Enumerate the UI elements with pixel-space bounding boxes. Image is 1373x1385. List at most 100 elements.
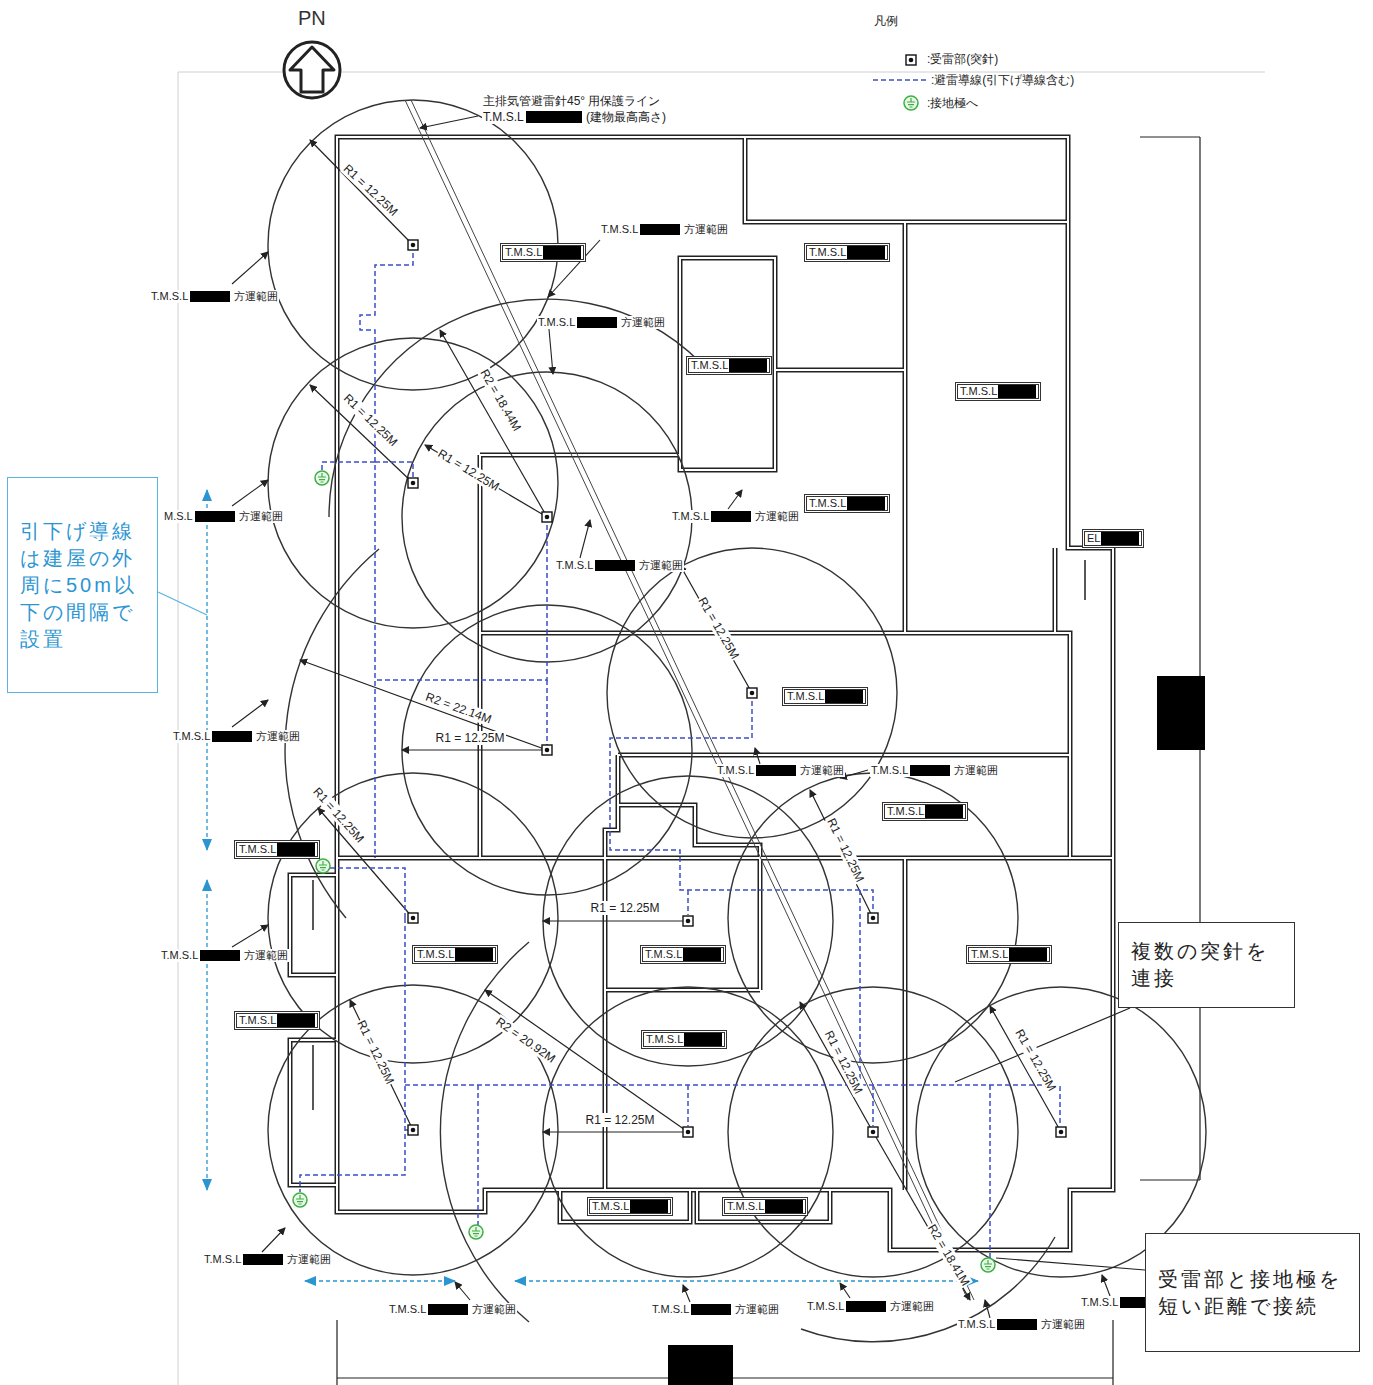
level-tag: T.M.S.L: [686, 356, 772, 375]
level-tag: T.M.S.L: [882, 802, 968, 821]
node-text: T.M.S.L: [646, 1033, 683, 1046]
node-text: 複数の突針を連接: [1131, 938, 1282, 992]
down-conductors: [687, 890, 689, 915]
protection-circles: [268, 773, 558, 1063]
redaction-box: [847, 497, 885, 510]
range-label: 方運範囲: [620, 316, 666, 329]
node-text: 受雷部と接地極を短い距離で接続: [1158, 1266, 1347, 1320]
legend-title: 凡例: [873, 14, 899, 28]
callout-box: 複数の突針を連接: [1118, 922, 1295, 1008]
lightning-rods: [868, 1127, 878, 1137]
protection-circles: [268, 100, 1206, 1342]
cyan-annotations: [206, 490, 207, 850]
radius-dimension: R1 = 12.25M: [434, 446, 502, 495]
radius-lines: [810, 790, 873, 918]
exhaust-protection-line: [411, 100, 974, 1300]
redaction-box: [668, 1345, 733, 1385]
level-tag: T.M.S.L: [804, 243, 890, 262]
range-label: 方運範囲: [255, 730, 301, 743]
radius-lines: [402, 749, 547, 750]
redaction-box: [847, 246, 885, 259]
cyan-annotations: [158, 592, 207, 615]
sheet-border: [178, 72, 1265, 1385]
cyan-annotations: [305, 1280, 455, 1281]
cyan-annotations: [515, 1280, 978, 1281]
redaction-box: [455, 948, 493, 961]
range-label: 方運範囲: [1040, 1318, 1086, 1331]
legend-text: :接地極へ: [926, 96, 979, 110]
down-conductors: [375, 517, 547, 680]
radius-lines: [543, 1131, 688, 1132]
node-text: EL: [1087, 532, 1100, 545]
leader-arrows: [1102, 1275, 1110, 1296]
radius-dimension: R2 = 18.44M: [476, 366, 524, 435]
radius-dimension: R2 = 22.14M: [422, 689, 494, 727]
protection-circles: [268, 338, 558, 628]
radius-lines: [680, 565, 752, 693]
level-label: T.M.S.L: [150, 290, 189, 303]
building-walls: [290, 137, 1113, 1250]
node-text: T.M.S.L: [239, 843, 276, 856]
leader-arrows: [728, 490, 742, 509]
lightning-rods: [542, 512, 552, 522]
level-label: T.M.S.L: [651, 1303, 690, 1316]
leader-arrows: [840, 1283, 850, 1298]
lightning-rods: [683, 916, 693, 926]
level-tag: T.M.S.L: [500, 243, 586, 262]
level-tag: T.M.S.L: [641, 1030, 727, 1049]
node-text: T.M.S.L: [239, 1014, 276, 1027]
down-conductors: [330, 868, 413, 918]
redaction-box: [630, 1200, 668, 1213]
legend-samples: [873, 79, 926, 81]
range-label: 方運範囲: [243, 949, 289, 962]
node-text: T.M.S.L: [960, 385, 997, 398]
leader-arrows: [232, 480, 268, 506]
lightning-rods: [683, 1127, 693, 1137]
building-walls: [290, 137, 1113, 1250]
radius-dimension: R1 = 12.25M: [590, 901, 661, 915]
building-walls: [290, 137, 1113, 1250]
level-tag: T.M.S.L: [722, 1197, 808, 1216]
protection-circles: [440, 942, 529, 1322]
protection-circles: [728, 987, 1018, 1277]
radius-dimension: R2 = 18.41M: [924, 1221, 973, 1289]
redaction-box: [595, 560, 635, 571]
ground-electrodes: [981, 1258, 995, 1272]
down-conductors: [360, 245, 413, 858]
node-text: T.M.S.L: [417, 948, 454, 961]
lightning-rods: [408, 913, 418, 923]
lightning-rods: [1056, 1127, 1066, 1137]
radius-dimension: R1 = 12.25M: [820, 1027, 865, 1097]
leader-arrows: [455, 1282, 470, 1300]
protection-circles: [543, 987, 833, 1277]
redaction-box: [526, 111, 582, 123]
callout-leaders: [955, 1008, 1145, 1270]
ground-electrodes: [469, 1225, 483, 1239]
radius-dimension: R1 = 12.25M: [339, 390, 400, 450]
redaction-box: [684, 1033, 722, 1046]
level-label: T.M.S.L: [160, 949, 199, 962]
lightning-rods: [868, 913, 878, 923]
dimension-lines: [337, 1320, 1113, 1385]
callout-box: 受雷部と接地極を短い距離で接続: [1145, 1233, 1360, 1352]
level-tag: EL: [1082, 529, 1144, 548]
node-text: T.M.S.L: [787, 690, 824, 703]
range-label: 方運範囲: [683, 223, 729, 236]
leader-arrows: [683, 1285, 690, 1302]
redaction-box: [195, 511, 235, 522]
down-conductors: [687, 1085, 689, 1126]
legend-samples: [904, 96, 918, 110]
radius-lines: [300, 660, 547, 750]
redaction-box: [711, 511, 751, 522]
leader-arrows: [580, 520, 590, 558]
legend-text: :受雷部(突針): [926, 52, 999, 66]
node-text: T.M.S.L: [691, 359, 728, 372]
down-conductors: [477, 1085, 479, 1225]
range-label: 方運範囲: [953, 764, 999, 777]
radius-dimension: R1 = 12.25M: [309, 784, 367, 846]
leader-arrows: [985, 1300, 990, 1318]
protection-circles: [801, 1237, 1055, 1342]
redaction-box: [1101, 532, 1139, 545]
